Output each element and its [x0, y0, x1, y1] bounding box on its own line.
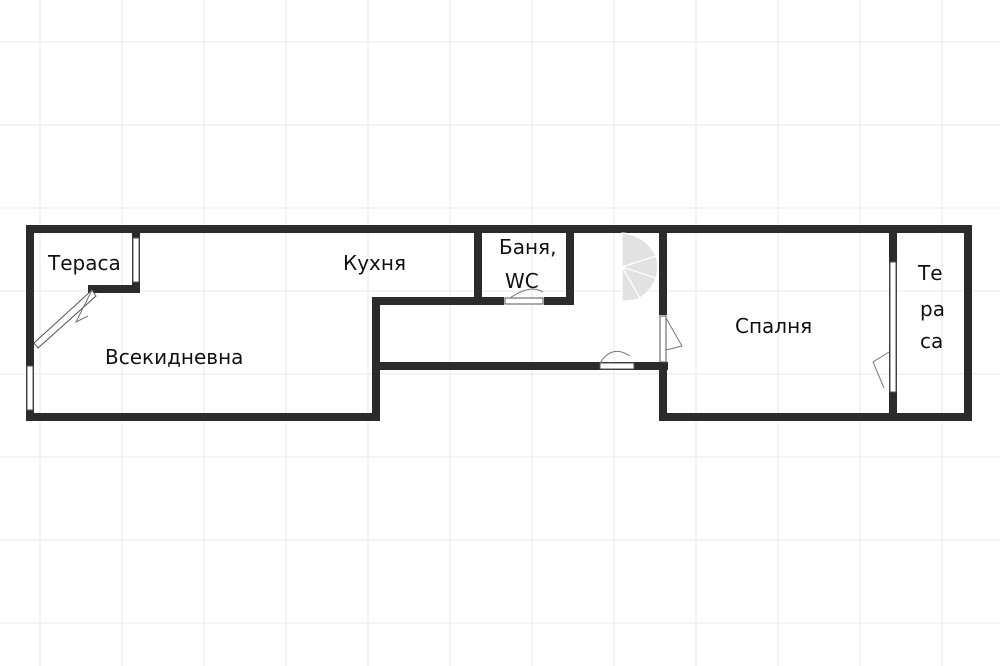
wall-top: [26, 225, 972, 233]
wall-corridor-left: [372, 297, 380, 362]
label-terrace-left: Тераса: [47, 251, 121, 275]
window-terrace-right: [889, 261, 897, 393]
label-terrace-right-line1: Те: [917, 261, 943, 285]
label-bedroom: Спалня: [735, 314, 812, 338]
wall-right: [964, 225, 972, 421]
wall-bedroom-left-lower: [659, 362, 667, 421]
wall-corridor-bottom: [372, 362, 668, 370]
wall-bathroom-bottom-right: [544, 297, 574, 305]
wall-left: [26, 225, 34, 421]
label-terrace-right-line2: ра: [920, 297, 945, 321]
wall-bedroom-left-upper: [659, 225, 667, 315]
label-kitchen: Кухня: [343, 251, 406, 275]
door-terrace-left: [33, 289, 97, 349]
door-bathroom: [504, 288, 544, 305]
door-corridor: [599, 350, 635, 370]
wall-kitchen-corridor: [372, 297, 482, 305]
wall-bottom-bedroom: [659, 413, 972, 421]
label-terrace-right-line3: са: [920, 329, 943, 353]
wall-corridor-step: [372, 362, 380, 421]
wall-terrace-left-horizontal: [88, 285, 140, 293]
wall-bathroom-right: [566, 225, 574, 305]
window-left-lower: [26, 365, 34, 411]
wall-bathroom-bottom-left: [474, 297, 504, 305]
label-bathroom-line1: Баня,: [499, 235, 556, 259]
door-terrace-right: [872, 351, 890, 389]
door-bedroom: [659, 315, 683, 363]
wall-bottom-living: [26, 413, 380, 421]
label-living-room: Всекидневна: [105, 345, 243, 369]
window-terrace-left: [132, 237, 140, 283]
label-bathroom-line2: WC: [505, 269, 539, 293]
wall-kitchen-right: [474, 225, 482, 305]
spiral-staircase: [620, 232, 659, 302]
